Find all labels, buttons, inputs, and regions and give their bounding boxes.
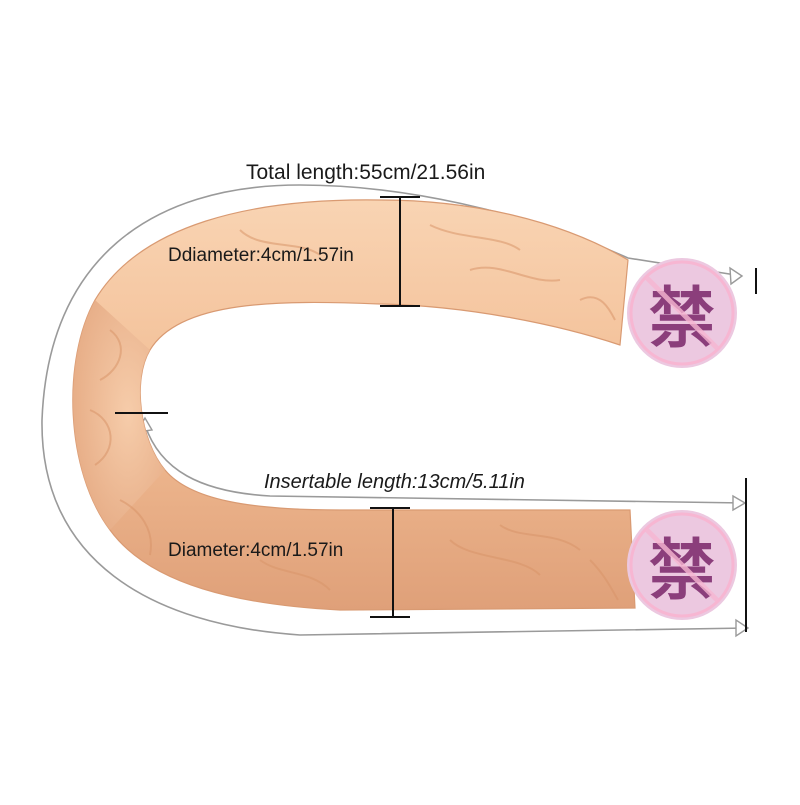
bend-shading bbox=[72, 300, 165, 530]
diameter-bottom-label: Diameter:4cm/1.57in bbox=[168, 540, 344, 561]
total-length-guide bbox=[41, 184, 749, 636]
censor-badge-top: 禁 bbox=[627, 258, 737, 368]
insertable-length-guide bbox=[144, 424, 746, 504]
arrowhead-total-top bbox=[729, 266, 744, 286]
censor-badge-bottom: 禁 bbox=[627, 510, 737, 620]
arrowhead-total-bottom bbox=[735, 618, 750, 638]
arrowhead-insert-right bbox=[732, 494, 747, 512]
insertable-length-label: Insertable length:13cm/5.11in bbox=[264, 471, 525, 493]
vein-texture bbox=[89, 224, 619, 601]
prohibited-icon bbox=[629, 260, 735, 366]
product-body bbox=[72, 199, 636, 611]
prohibited-icon bbox=[629, 512, 735, 618]
diameter-marker-bottom bbox=[370, 507, 410, 618]
diameter-marker-top bbox=[380, 196, 420, 307]
total-length-label: Total length:55cm/21.56in bbox=[246, 161, 486, 184]
diameter-top-label: Ddiameter:4cm/1.57in bbox=[168, 245, 354, 266]
